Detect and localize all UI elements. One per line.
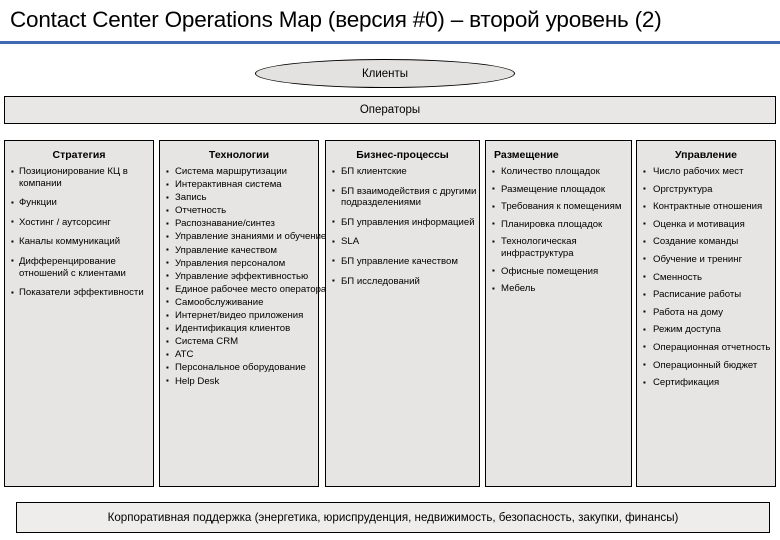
list-item[interactable]: Help Desk	[166, 375, 316, 388]
column-placement-heading: Размещение	[494, 149, 559, 161]
list-item[interactable]: Количество площадок	[492, 166, 629, 178]
list-item[interactable]: Операционный бюджет	[643, 359, 773, 372]
list-item[interactable]: Размещение площадок	[492, 183, 629, 196]
page-title: Contact Center Operations Map (версия #0…	[10, 7, 662, 32]
list-item[interactable]: Идентификация клиентов	[166, 323, 316, 335]
title-divider	[0, 41, 780, 44]
list-item[interactable]: Сменность	[643, 271, 773, 284]
list-item[interactable]: Создание команды	[643, 236, 773, 248]
list-item[interactable]: Офисные помещения	[492, 265, 629, 278]
column-management-list: Число рабочих мест Оргструктура Контракт…	[637, 166, 775, 389]
list-item[interactable]: Число рабочих мест	[643, 166, 773, 178]
corporate-support-label: Корпоративная поддержка (энергетика, юри…	[107, 511, 679, 524]
list-item[interactable]: SLA	[332, 236, 477, 248]
list-item[interactable]: АТС	[166, 349, 316, 361]
columns-row: Стратегия Позиционирование КЦ в компании…	[4, 140, 776, 487]
list-item[interactable]: Отчетность	[166, 205, 316, 217]
list-item[interactable]: БП клиентские	[332, 166, 477, 178]
column-business-processes-list: БП клиентские БП взаимодействия с другим…	[326, 166, 479, 287]
list-item[interactable]: Функции	[11, 197, 151, 209]
list-item[interactable]: Управление эффективностью	[166, 270, 316, 283]
list-item[interactable]: Расписание работы	[643, 289, 773, 301]
list-item[interactable]: Мебель	[492, 283, 629, 295]
list-item[interactable]: Планировка площадок	[492, 218, 629, 231]
list-item[interactable]: Обучение и тренинг	[643, 253, 773, 266]
list-item[interactable]: Хостинг / аутсорсинг	[11, 216, 151, 229]
list-item[interactable]: Система маршрутизации	[166, 166, 316, 178]
column-placement[interactable]: Размещение Количество площадок Размещени…	[485, 140, 632, 487]
list-item[interactable]: БП управление качеством	[332, 255, 477, 268]
clients-node[interactable]: Клиенты	[255, 59, 515, 88]
list-item[interactable]: Самообслуживание	[166, 296, 316, 309]
list-item[interactable]: Управление качеством	[166, 244, 316, 257]
list-item[interactable]: Работа на дому	[643, 306, 773, 319]
column-management[interactable]: Управление Число рабочих мест Оргструкту…	[636, 140, 776, 487]
operators-bar[interactable]: Операторы	[4, 96, 776, 124]
list-item[interactable]: Сертификация	[643, 377, 773, 389]
column-business-processes-heading: Бизнес-процессы	[356, 149, 449, 161]
list-item[interactable]: Распознавание/синтез	[166, 218, 316, 230]
column-technologies-heading: Технологии	[208, 149, 270, 161]
list-item[interactable]: Интерактивная система	[166, 179, 316, 191]
list-item[interactable]: Технологическая инфраструктура	[492, 236, 629, 259]
column-management-heading: Управление	[674, 149, 738, 161]
list-item[interactable]: Запись	[166, 192, 316, 204]
list-item[interactable]: Интернет/видео приложения	[166, 310, 316, 322]
list-item[interactable]: Контрактные отношения	[643, 201, 773, 213]
list-item[interactable]: Управления персоналом	[166, 257, 316, 270]
list-item[interactable]: Управление знаниями и обучение	[166, 231, 326, 243]
list-item[interactable]: БП управления информацией	[332, 216, 477, 229]
list-item[interactable]: Позиционирование КЦ в компании	[11, 165, 151, 189]
column-placement-list: Количество площадок Размещение площадок …	[486, 166, 631, 295]
list-item[interactable]: Дифференцирование отношений с клиентами	[11, 255, 151, 279]
list-item[interactable]: Единое рабочее место оператора	[166, 283, 326, 296]
column-technologies-list: Система маршрутизации Интерактивная сист…	[160, 166, 326, 388]
list-item[interactable]: БП взаимодействия с другими подразделени…	[332, 185, 477, 209]
list-item[interactable]: Оценка и мотивация	[643, 218, 773, 231]
corporate-support-bar[interactable]: Корпоративная поддержка (энергетика, юри…	[16, 502, 770, 533]
list-item[interactable]: Операционная отчетность	[643, 341, 773, 354]
list-item[interactable]: БП исследований	[332, 275, 477, 288]
column-business-processes[interactable]: Бизнес-процессы БП клиентские БП взаимод…	[325, 140, 480, 487]
list-item[interactable]: Режим доступа	[643, 324, 773, 336]
column-strategy-list: Позиционирование КЦ в компании Функции Х…	[5, 165, 153, 299]
column-technologies[interactable]: Технологии Система маршрутизации Интерак…	[159, 140, 326, 487]
operators-bar-label: Операторы	[359, 104, 421, 116]
clients-node-label: Клиенты	[361, 67, 409, 80]
list-item[interactable]: Оргструктура	[643, 183, 773, 196]
list-item[interactable]: Персональное оборудование	[166, 362, 316, 374]
list-item[interactable]: Каналы коммуникаций	[11, 236, 151, 248]
list-item[interactable]: Требования к помещениям	[492, 201, 629, 213]
list-item[interactable]: Система CRM	[166, 336, 316, 348]
column-strategy-heading: Стратегия	[52, 149, 106, 161]
list-item[interactable]: Показатели эффективности	[11, 287, 151, 299]
column-strategy[interactable]: Стратегия Позиционирование КЦ в компании…	[4, 140, 154, 487]
